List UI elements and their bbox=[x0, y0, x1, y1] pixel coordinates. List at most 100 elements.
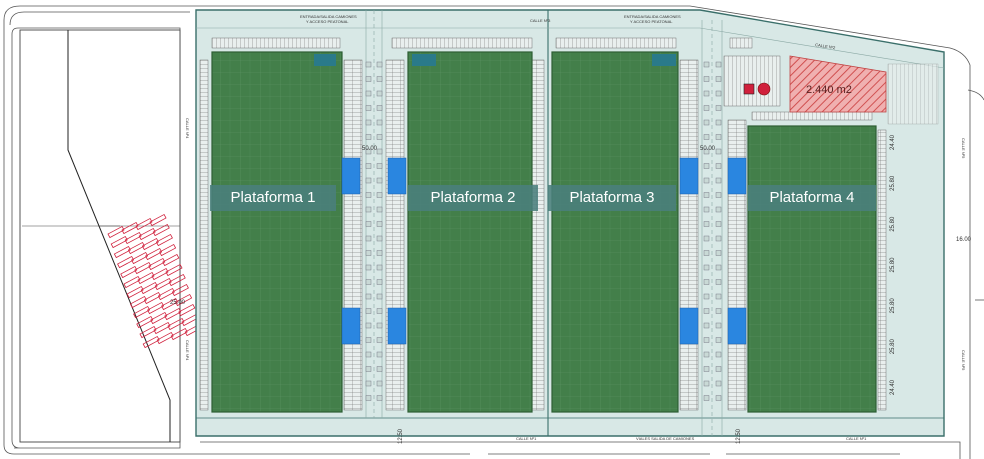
lane-marker bbox=[703, 148, 710, 155]
platform-3-label: Plataforma 3 bbox=[548, 185, 676, 211]
platform-3 bbox=[551, 51, 679, 413]
lane-marker bbox=[376, 351, 383, 358]
platform-4 bbox=[747, 125, 877, 413]
red-parking-stall bbox=[126, 285, 144, 299]
red-parking-stall bbox=[165, 263, 183, 277]
lane-marker bbox=[365, 351, 372, 358]
lane-marker bbox=[715, 264, 722, 271]
lane-marker bbox=[365, 380, 372, 387]
lane-marker bbox=[376, 148, 383, 155]
red-parking-stall bbox=[156, 331, 174, 345]
lane-marker bbox=[715, 148, 722, 155]
lane-marker bbox=[376, 163, 383, 169]
platform-2 bbox=[407, 51, 533, 413]
lane-marker bbox=[715, 192, 722, 198]
lane-marker bbox=[703, 119, 710, 126]
lane-marker bbox=[715, 90, 722, 97]
lane-marker bbox=[703, 264, 710, 271]
red-parking-stall bbox=[137, 271, 155, 285]
red-parking-stall bbox=[170, 327, 188, 341]
center-gap-dim: 50.00 bbox=[362, 146, 378, 152]
right-stack-dim: 24.40 bbox=[890, 379, 896, 395]
red-parking-stall bbox=[159, 243, 177, 257]
red-parking-stall bbox=[150, 311, 168, 325]
red-parking-stall bbox=[124, 231, 142, 245]
right-street-bottom-label: CALLE Nº5 bbox=[961, 350, 966, 371]
lane-marker bbox=[376, 76, 383, 82]
red-parking-stall bbox=[135, 217, 153, 231]
lane-marker bbox=[376, 380, 383, 387]
lane-marker bbox=[715, 206, 722, 213]
lane-furniture bbox=[365, 61, 722, 401]
lane-marker bbox=[703, 351, 710, 358]
red-parking-stall bbox=[127, 241, 145, 255]
street-labels: ENTRADA/SALIDA CAMIONES Y ACCESO PEATONA… bbox=[185, 14, 966, 441]
lane-marker bbox=[365, 177, 372, 184]
lane-marker bbox=[365, 308, 372, 314]
lane-marker bbox=[376, 250, 383, 256]
lane-marker bbox=[376, 206, 383, 213]
lane-marker bbox=[365, 192, 372, 198]
lane-marker bbox=[703, 76, 710, 82]
right-gap-dim: 50.00 bbox=[700, 146, 716, 152]
lane-marker bbox=[376, 395, 383, 401]
lane-marker bbox=[703, 105, 710, 111]
left-street-bottom-label: CALLE Nº4 bbox=[185, 340, 190, 361]
right-street-top-label: CALLE Nº5 bbox=[961, 138, 966, 159]
dimension-labels: 25.00 50.00 50.00 12.50 12.50 16.00 24.4… bbox=[170, 134, 972, 444]
lane-marker bbox=[365, 337, 372, 343]
lane-marker bbox=[715, 76, 722, 82]
diagonal-street-label: CALLE Nº2 bbox=[815, 42, 837, 50]
red-parking-stall bbox=[129, 295, 147, 309]
lane-marker bbox=[703, 90, 710, 97]
red-parking-stall bbox=[148, 257, 166, 271]
lane-marker bbox=[376, 105, 383, 111]
red-parking-stall bbox=[123, 275, 141, 289]
lane-marker bbox=[715, 61, 722, 68]
lane-marker bbox=[703, 380, 710, 387]
red-parking-stall bbox=[164, 307, 182, 321]
lane-marker bbox=[376, 322, 383, 329]
red-parking-stall bbox=[149, 213, 167, 227]
top-access-right-label-2: Y ACCESO PEATONAL bbox=[630, 19, 673, 24]
bottom-mid-street-label: VIALES SALIDA DE CAMIONES bbox=[636, 436, 695, 441]
right-width-dim: 16.00 bbox=[956, 237, 972, 243]
lane-marker bbox=[376, 134, 383, 140]
red-parking-stalls bbox=[107, 213, 202, 349]
red-parking-stall bbox=[140, 281, 158, 295]
lane-marker bbox=[376, 61, 383, 68]
lane-marker bbox=[365, 119, 372, 126]
lane-marker bbox=[365, 148, 372, 155]
platform-2-label: Plataforma 2 bbox=[408, 185, 538, 211]
lane-marker bbox=[715, 337, 722, 343]
lane-marker bbox=[365, 395, 372, 401]
lane-marker bbox=[365, 206, 372, 213]
red-parking-stall bbox=[120, 265, 138, 279]
lane-marker bbox=[376, 90, 383, 97]
red-parking-stall bbox=[157, 287, 175, 301]
lane-marker bbox=[715, 221, 722, 227]
lane-marker bbox=[376, 279, 383, 285]
red-parking-stall bbox=[131, 251, 149, 265]
right-stack-dim: 25.80 bbox=[890, 338, 896, 354]
red-parking-stall bbox=[138, 227, 156, 241]
lane-marker bbox=[715, 308, 722, 314]
red-parking-stall bbox=[113, 245, 131, 259]
lane-marker bbox=[365, 293, 372, 300]
lane-marker bbox=[703, 134, 710, 140]
lane-marker bbox=[715, 293, 722, 300]
platform-4-label: Plataforma 4 bbox=[748, 185, 876, 211]
left-street-top-label: CALLE Nº4 bbox=[185, 118, 190, 139]
lane-marker bbox=[703, 61, 710, 68]
lane-marker bbox=[703, 163, 710, 169]
lane-marker bbox=[376, 235, 383, 242]
red-parking-stall bbox=[139, 325, 157, 339]
lane-marker bbox=[376, 221, 383, 227]
red-parking-stall bbox=[168, 273, 186, 287]
road-outlines bbox=[3, 5, 984, 459]
red-parking-stall bbox=[134, 261, 152, 275]
lane-marker bbox=[376, 119, 383, 126]
lane-marker bbox=[365, 163, 372, 169]
lane-marker bbox=[715, 235, 722, 242]
